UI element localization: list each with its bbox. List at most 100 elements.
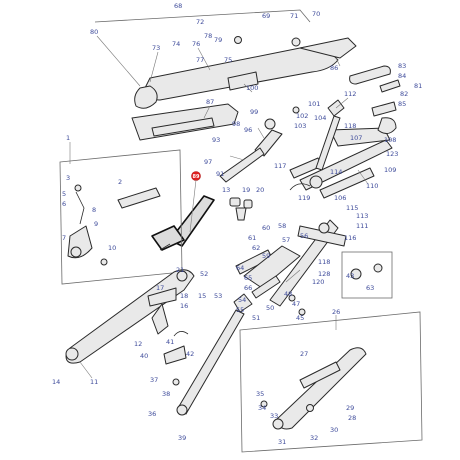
- callout-54: 54: [238, 296, 246, 304]
- callout-43: 43: [346, 272, 354, 280]
- callout-89: 89: [193, 174, 200, 180]
- callout-57: 57: [282, 236, 290, 244]
- top-link-nut: [291, 37, 301, 47]
- callout-112: 112: [344, 90, 356, 98]
- lower-link-left-joint: [176, 270, 188, 282]
- callout-28: 28: [348, 414, 356, 422]
- detail-part-3: [74, 184, 82, 192]
- callout-70: 70: [312, 10, 320, 18]
- leader-87: [203, 105, 211, 119]
- callout-19: 19: [242, 186, 250, 194]
- highlighted-part-89[interactable]: 89: [151, 171, 215, 251]
- center-lower-rod: [163, 293, 253, 416]
- group-bracket-68: [94, 9, 311, 23]
- callout-26: 26: [332, 308, 340, 316]
- callout-51: 51: [252, 314, 260, 322]
- right-lift-arm: [329, 127, 391, 147]
- lift-rod-ring: [264, 118, 276, 130]
- check-chain-rod-top: [233, 293, 253, 313]
- top-link-tube: [299, 37, 357, 59]
- callout-113: 113: [356, 212, 368, 220]
- leader-110: [357, 169, 369, 185]
- callout-55: 55: [236, 306, 244, 314]
- callout-29: 29: [346, 404, 354, 412]
- callout-64: 64: [236, 264, 244, 272]
- callout-79: 79: [214, 36, 222, 44]
- lift-rod-upper: [219, 147, 265, 183]
- callout-48: 48: [284, 290, 292, 298]
- callout-117: 117: [274, 162, 286, 170]
- lower-left-link: [65, 269, 195, 364]
- callout-84: 84: [398, 72, 406, 80]
- callout-39: 39: [178, 434, 186, 442]
- callout-40: 40: [140, 352, 148, 360]
- callout-106: 106: [334, 194, 346, 202]
- callout-74: 74: [172, 40, 180, 48]
- callout-17: 17: [156, 284, 164, 292]
- callout-115: 115: [346, 204, 358, 212]
- right-lift-vertical: [315, 115, 341, 171]
- callout-37: 37: [150, 376, 158, 384]
- levelling-box-edge: [159, 243, 171, 251]
- callout-109: 109: [384, 166, 396, 174]
- callout-72: 72: [196, 18, 204, 26]
- callout-7: 7: [62, 234, 66, 242]
- callout-96: 96: [244, 126, 252, 134]
- leader-100: [243, 83, 253, 93]
- right-lift-joint: [309, 175, 323, 189]
- callout-99: 99: [250, 108, 258, 116]
- callout-13: 13: [222, 186, 230, 194]
- detail-part-43-b: [373, 263, 383, 273]
- callout-100: 100: [246, 84, 258, 92]
- callout-14: 14: [52, 378, 60, 386]
- detail-box-26: [239, 311, 423, 453]
- leader-98: [257, 127, 265, 139]
- detail-part-8-eye: [70, 246, 82, 258]
- top-link-end-right: [349, 65, 391, 85]
- callout-119: 119: [298, 194, 310, 202]
- leader-89: [189, 179, 197, 233]
- callout-59: 59: [262, 252, 270, 260]
- callout-71: 71: [290, 12, 298, 20]
- callout-61: 61: [248, 234, 256, 242]
- leader-73: [149, 51, 159, 83]
- callout-97: 97: [204, 158, 212, 166]
- callout-45: 45: [296, 314, 304, 322]
- callout-56: 56: [300, 232, 308, 240]
- leader-112: [335, 97, 349, 109]
- callout-75: 75: [224, 56, 232, 64]
- callout-68: 68: [174, 2, 182, 10]
- callout-93: 93: [212, 136, 220, 144]
- detail-frame-1: [59, 149, 183, 285]
- detail-box-1: [59, 149, 183, 285]
- leader-86: [335, 57, 341, 67]
- leader-11: [79, 361, 93, 379]
- top-link-end-left: [134, 85, 158, 109]
- right-lower-assembly: [235, 219, 347, 316]
- callout-73: 73: [152, 44, 160, 52]
- callout-116: 116: [344, 234, 356, 242]
- callout-35: 35: [256, 390, 264, 398]
- top-link-washer: [234, 36, 242, 44]
- detail-part-28: [272, 418, 284, 430]
- callout-118b: 118: [318, 258, 330, 266]
- callout-labels: 68 72 69 71 70 80 73 74 76 78 79 77 75 8…: [52, 2, 422, 446]
- callout-77: 77: [196, 56, 204, 64]
- callout-30: 30: [330, 426, 338, 434]
- callout-9: 9: [94, 220, 98, 228]
- callout-15: 15: [198, 292, 206, 300]
- callout-8: 8: [92, 206, 96, 214]
- levelling-box-clevis[interactable]: [151, 225, 185, 251]
- center-small-parts: [229, 197, 253, 221]
- callout-86: 86: [330, 64, 338, 72]
- top-link-pin: [379, 79, 401, 93]
- right-lift-rod: [299, 139, 393, 191]
- lower-link-bush: [318, 222, 330, 234]
- callout-63: 63: [366, 284, 374, 292]
- lift-rod-pin: [292, 106, 300, 114]
- detail-part-2: [117, 187, 161, 209]
- callout-38: 38: [162, 390, 170, 398]
- callout-10: 10: [108, 244, 116, 252]
- callout-27: 27: [300, 350, 308, 358]
